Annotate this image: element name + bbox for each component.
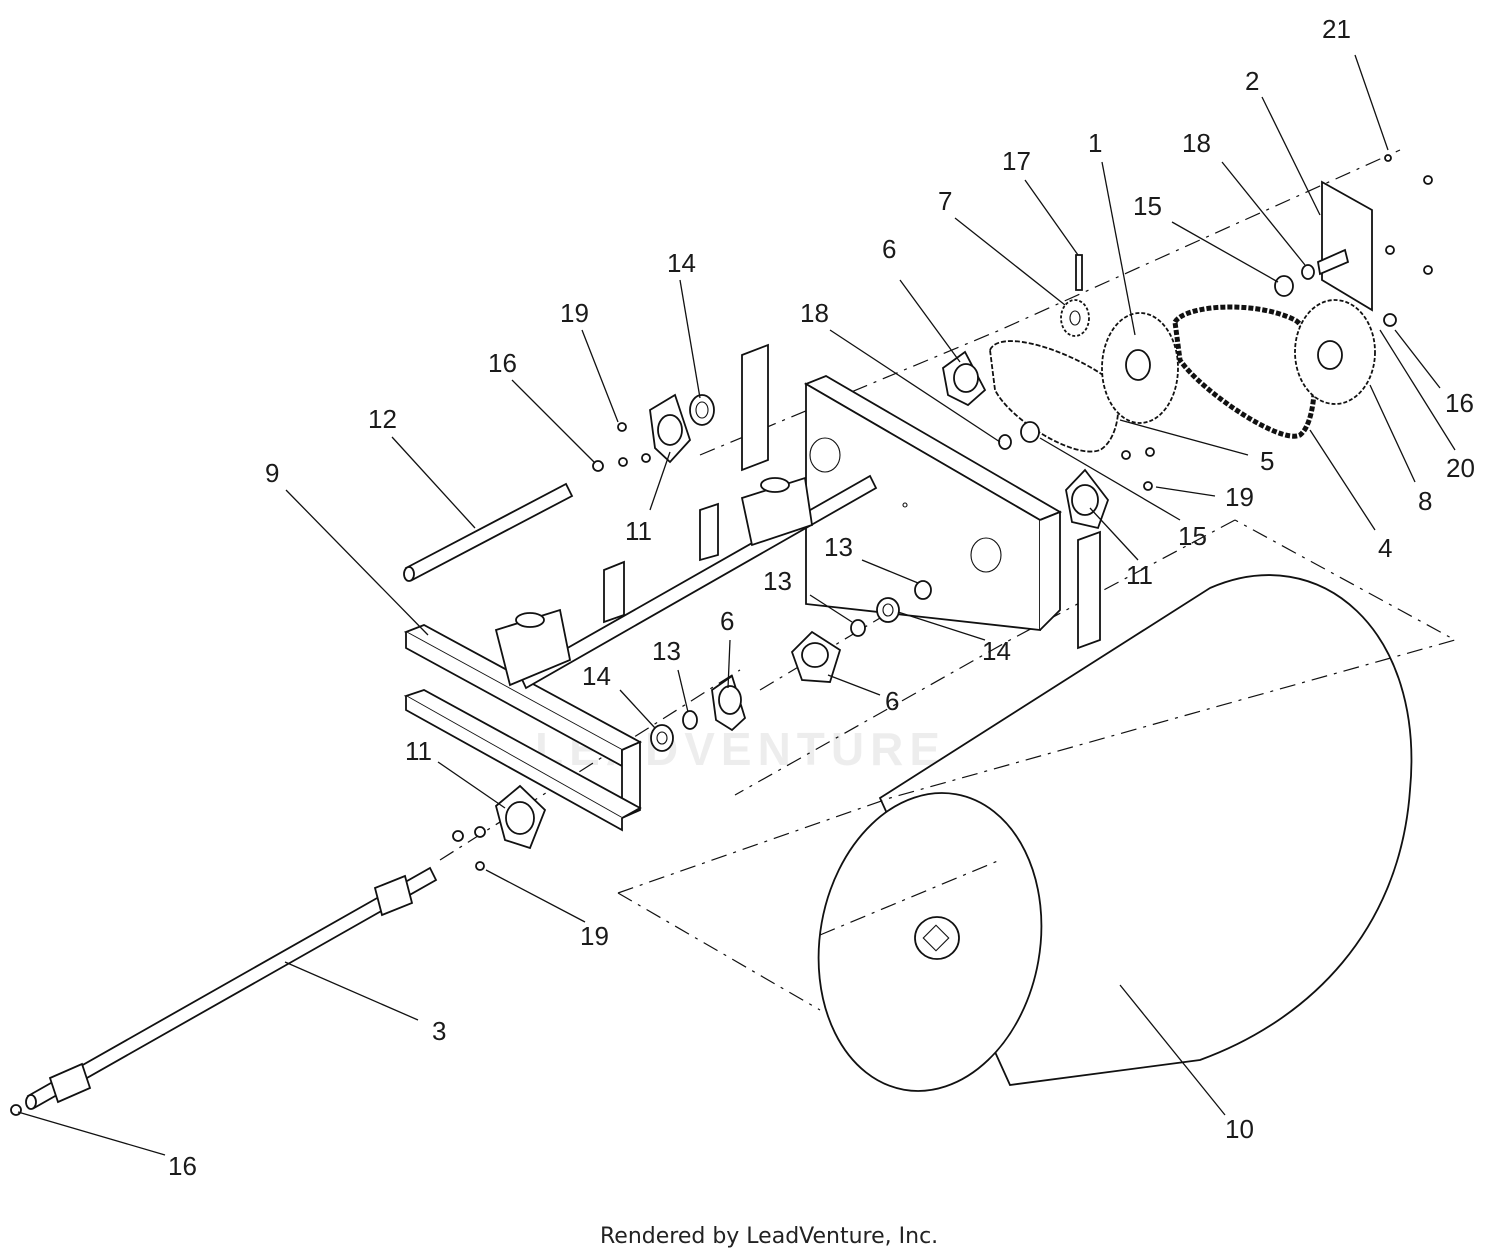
frame-assembly[interactable] [403, 343, 1101, 832]
leader-lines [17, 54, 1456, 1156]
callout-10: 10 [1225, 1114, 1254, 1144]
callout-11-right: 11 [1126, 560, 1153, 590]
callout-20: 20 [1446, 453, 1475, 483]
callout-3: 3 [432, 1016, 446, 1046]
callout-13-mid: 13 [763, 566, 792, 596]
shaft-12[interactable] [403, 482, 574, 582]
callout-16-right: 16 [1445, 388, 1474, 418]
callout-13-top: 13 [824, 532, 853, 562]
sprocket-1[interactable] [1101, 312, 1179, 424]
callout-5: 5 [1260, 446, 1274, 476]
bearing-14-lower[interactable] [650, 724, 674, 752]
callout-2: 2 [1245, 66, 1259, 96]
callout-19-right: 19 [1225, 482, 1254, 512]
pin-17[interactable] [1075, 254, 1083, 291]
callout-14-low: 14 [582, 661, 611, 691]
callout-16-top: 16 [488, 348, 517, 378]
bearing-flange-11-right[interactable] [1065, 468, 1110, 530]
callout-11-top: 11 [625, 516, 652, 546]
sprocket-8[interactable] [1294, 299, 1376, 405]
callout-17: 17 [1002, 146, 1031, 176]
callout-13-low: 13 [652, 636, 681, 666]
callout-19-top: 19 [560, 298, 589, 328]
bearing-14-mid[interactable] [876, 597, 900, 623]
callout-4: 4 [1378, 533, 1392, 563]
bearing-flange-11-top[interactable] [649, 393, 692, 464]
idler-plate-2[interactable] [1316, 180, 1373, 312]
callout-9: 9 [265, 458, 279, 488]
callout-19-low: 19 [580, 921, 609, 951]
callout-15-mid: 15 [1178, 521, 1207, 551]
bearing-flange-6-top[interactable] [942, 350, 987, 407]
callout-21: 21 [1322, 14, 1351, 44]
callout-12: 12 [368, 404, 397, 434]
callout-15-top: 15 [1133, 191, 1162, 221]
callout-8: 8 [1418, 486, 1432, 516]
callout-14-top: 14 [667, 248, 696, 278]
drive-chain-5[interactable] [989, 340, 1120, 453]
render-credit: Rendered by LeadVenture, Inc. [600, 1224, 938, 1249]
roller-drum[interactable] [796, 574, 1413, 1109]
bearing-flange-11-left[interactable] [494, 784, 547, 850]
callout-7: 7 [938, 186, 952, 216]
callout-1: 1 [1088, 128, 1102, 158]
sprocket-7[interactable] [1060, 299, 1090, 337]
hardware [10, 154, 1433, 1116]
axle-3[interactable] [25, 866, 438, 1110]
callout-16-low: 16 [168, 1151, 197, 1181]
callout-14-right: 14 [982, 636, 1011, 666]
callout-11-low: 11 [405, 736, 432, 766]
callout-6-low: 6 [885, 686, 899, 716]
bearing-15[interactable] [1020, 275, 1294, 443]
callout-18-top: 18 [1182, 128, 1211, 158]
callout-6-mid: 6 [720, 606, 734, 636]
callout-labels: 21 2 1 17 18 7 15 6 14 18 19 16 12 9 11 … [168, 14, 1475, 1181]
spacer-13[interactable] [682, 580, 932, 730]
bearing-flange-6-lower[interactable] [711, 674, 747, 732]
callout-6-top: 6 [882, 234, 896, 264]
bearing-flange-6-mid[interactable] [790, 630, 842, 683]
bearing-14-top[interactable] [689, 394, 715, 426]
drive-chain-4[interactable] [1172, 304, 1317, 439]
callout-18-mid: 18 [800, 298, 829, 328]
